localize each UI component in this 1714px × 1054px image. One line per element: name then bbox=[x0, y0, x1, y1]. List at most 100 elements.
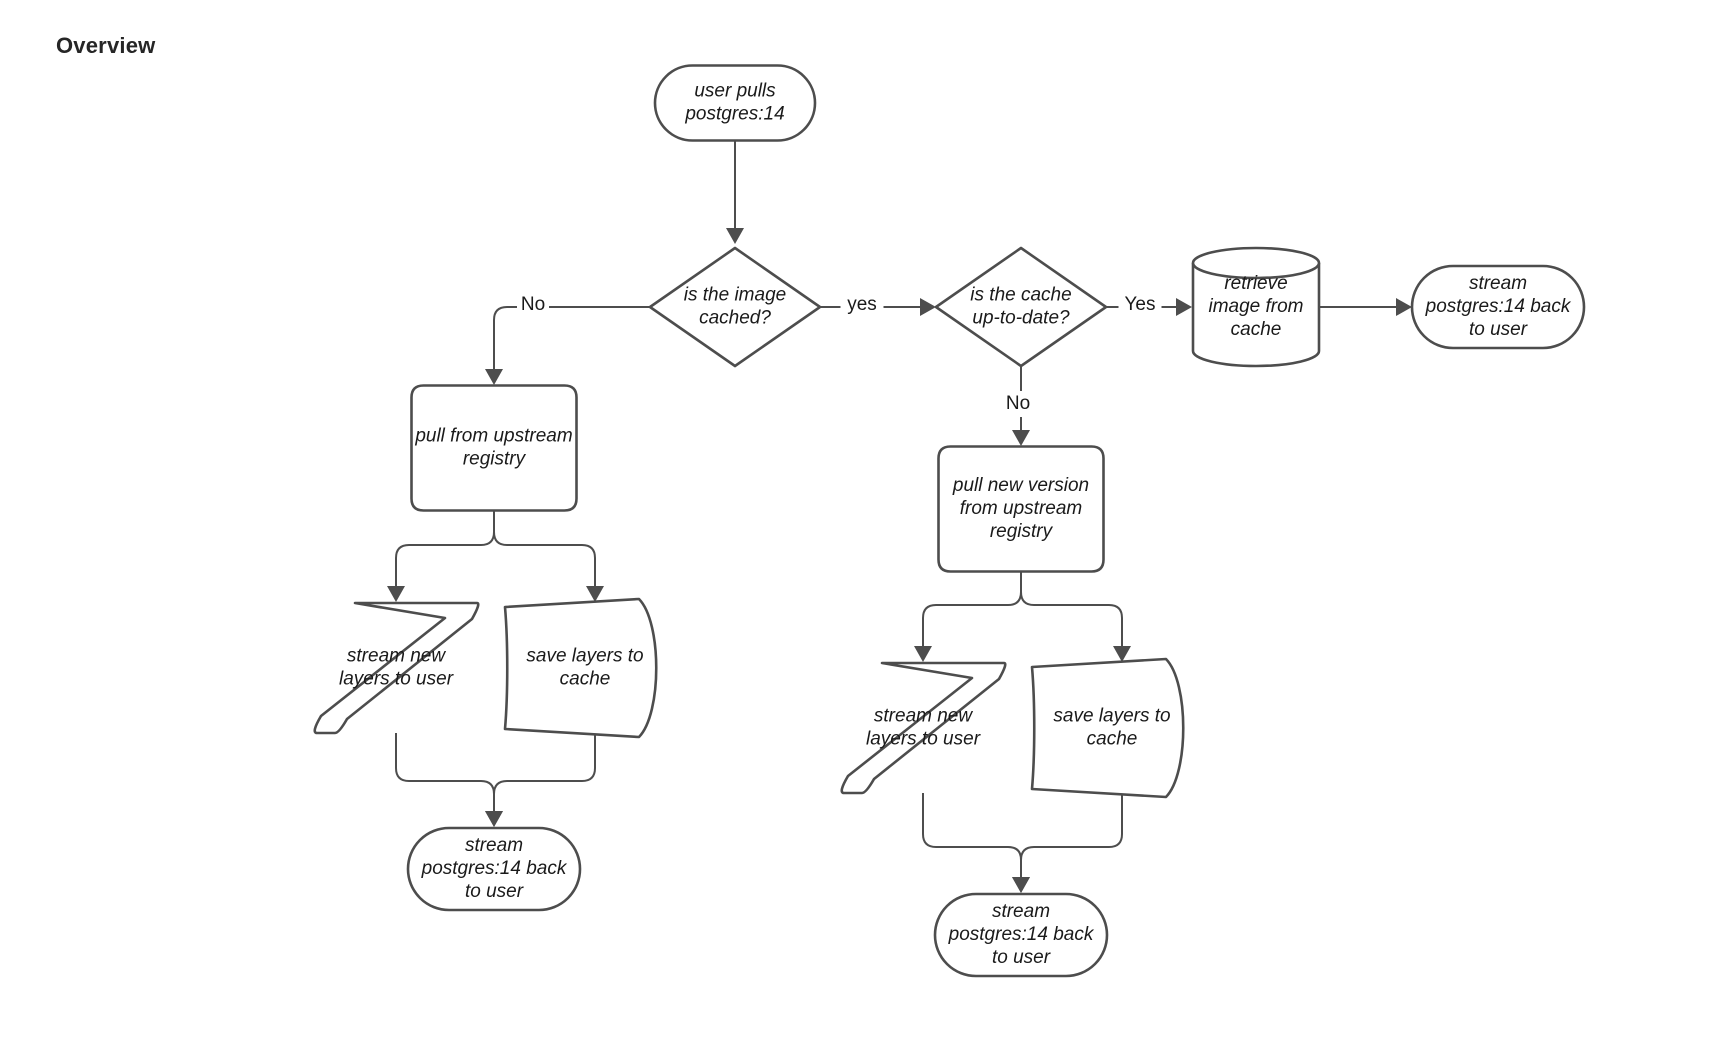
edge-line bbox=[493, 733, 596, 812]
node-outline bbox=[1191, 246, 1321, 368]
flow-edge-e-saveleft-to-out bbox=[485, 733, 596, 827]
node-outline bbox=[937, 445, 1105, 573]
edge-arrowhead bbox=[726, 228, 744, 244]
node-label-line: stream bbox=[465, 835, 523, 856]
edge-arrowhead bbox=[586, 586, 604, 602]
node-label-line: stream new bbox=[347, 646, 446, 667]
node-label-line: stream bbox=[1469, 273, 1527, 294]
edge-label-backdrop bbox=[517, 292, 549, 318]
node-label-line: registry bbox=[990, 521, 1054, 542]
edge-label-e-cache-no: No bbox=[1002, 391, 1034, 417]
edge-arrowhead bbox=[914, 646, 932, 662]
edge-label-backdrop bbox=[840, 292, 884, 318]
node-label-line: save layers to bbox=[1053, 706, 1170, 727]
node-label-line: registry bbox=[463, 449, 527, 470]
node-label-line: save layers to bbox=[526, 646, 643, 667]
node-label-line: from upstream bbox=[960, 498, 1082, 519]
node-label-line: layers to user bbox=[339, 669, 454, 690]
edge-layer bbox=[387, 141, 1412, 893]
node-label-line: pull new version bbox=[952, 475, 1089, 496]
edge-line bbox=[493, 511, 596, 587]
node-label-line: to user bbox=[1469, 319, 1528, 340]
node-outline bbox=[1410, 264, 1586, 350]
node-label-line: cache bbox=[560, 669, 611, 690]
flow-edge-e-pullright-to-streamright bbox=[914, 572, 1022, 662]
edge-label-text: No bbox=[521, 294, 545, 315]
node-label-line: postgres:14 back bbox=[421, 858, 568, 879]
node-outline bbox=[313, 601, 480, 735]
node-label-line: stream new bbox=[874, 706, 973, 727]
edge-arrowhead bbox=[387, 586, 405, 602]
edge-line bbox=[1020, 572, 1123, 647]
node-outline bbox=[840, 661, 1007, 795]
node-outline bbox=[933, 892, 1109, 978]
edge-arrowhead bbox=[920, 298, 936, 316]
node-label-line: postgres:14 back bbox=[1425, 296, 1572, 317]
edge-arrowhead bbox=[1176, 298, 1192, 316]
edge-line bbox=[922, 793, 1022, 878]
edge-arrowhead bbox=[1113, 646, 1131, 662]
edge-arrowhead bbox=[1012, 430, 1030, 446]
edge-arrowhead bbox=[1012, 877, 1030, 893]
edge-label-e-cache-yes: Yes bbox=[1118, 292, 1162, 318]
edge-label-e-cached-no: No bbox=[517, 292, 549, 318]
node-outline bbox=[648, 246, 822, 368]
flow-edge-e-pullleft-to-saveleft bbox=[493, 511, 604, 602]
flow-edge-e-saveright-to-out bbox=[1012, 793, 1123, 893]
node-label-line: up-to-date? bbox=[972, 308, 1070, 329]
flow-edge-e-user-to-cached bbox=[726, 141, 744, 244]
edge-line bbox=[395, 511, 495, 587]
edge-label-text: yes bbox=[847, 294, 877, 315]
node-label-line: to user bbox=[992, 947, 1051, 968]
node-outline bbox=[934, 246, 1108, 368]
node-label-line: retrieve bbox=[1224, 273, 1287, 294]
edge-line bbox=[1020, 793, 1123, 878]
flow-edge-e-pullleft-to-streamleft bbox=[387, 511, 495, 602]
node-label-line: cache bbox=[1231, 319, 1282, 340]
node-outline bbox=[410, 384, 578, 512]
page-title: Overview bbox=[56, 33, 156, 58]
edge-line bbox=[493, 306, 650, 370]
node-label-line: cache bbox=[1087, 729, 1138, 750]
node-label-line: pull from upstream bbox=[414, 426, 572, 447]
node-outline bbox=[1030, 657, 1185, 799]
edge-line bbox=[922, 572, 1022, 647]
edge-arrowhead bbox=[485, 369, 503, 385]
cylinder-top-arc bbox=[1191, 262, 1321, 280]
node-label-line: is the cache bbox=[970, 285, 1071, 306]
node-label-line: user pulls bbox=[694, 81, 776, 102]
node-outline bbox=[406, 826, 582, 912]
edge-label-e-cached-yes: yes bbox=[840, 292, 884, 318]
node-outline bbox=[653, 64, 817, 142]
node-label-line: layers to user bbox=[866, 729, 981, 750]
node-label-line: stream bbox=[992, 901, 1050, 922]
node-label-line: to user bbox=[465, 881, 524, 902]
node-outline bbox=[503, 597, 658, 739]
flow-edge-e-cached-no bbox=[485, 306, 650, 385]
node-label-line: image from bbox=[1208, 296, 1303, 317]
edge-label-text: Yes bbox=[1125, 294, 1156, 315]
node-label-line: postgres:14 back bbox=[948, 924, 1095, 945]
node-label-line: is the image bbox=[684, 285, 786, 306]
node-label-line: cached? bbox=[699, 308, 771, 329]
edge-label-backdrop bbox=[1118, 292, 1162, 318]
edge-arrowhead bbox=[1396, 298, 1412, 316]
edge-label-backdrop bbox=[1002, 391, 1034, 417]
edge-line bbox=[395, 733, 495, 812]
